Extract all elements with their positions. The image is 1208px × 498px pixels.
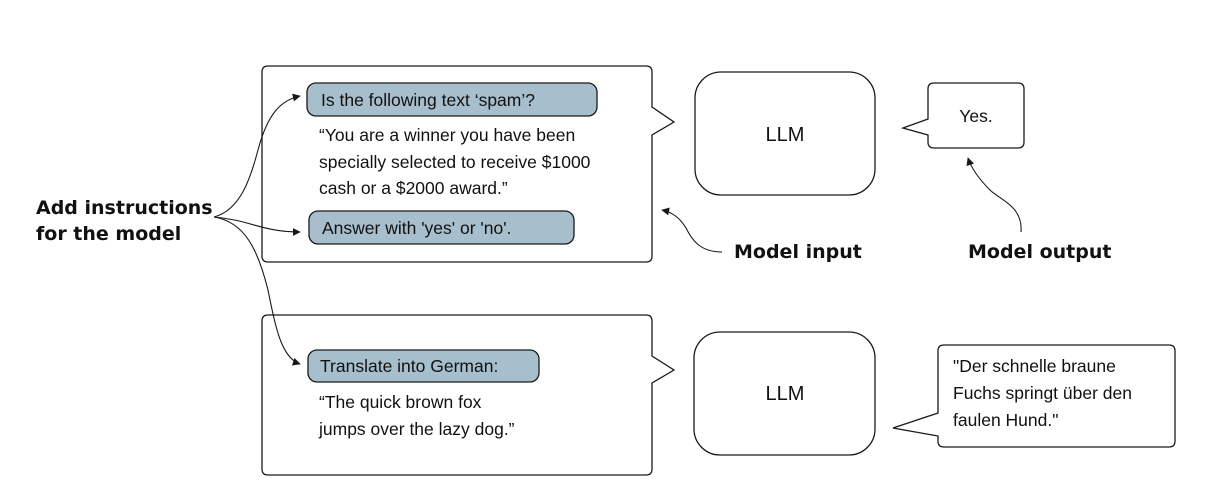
translate-output-line-1: "Der schnelle braune <box>953 356 1116 376</box>
model-output-pointer <box>966 157 1022 233</box>
llm-label-bottom: LLM <box>766 383 805 405</box>
spam-input-line-1: “You are a winner you have been <box>319 125 575 145</box>
translate-input-line-2: jumps over the lazy dog.” <box>318 419 515 439</box>
spam-instruction-pill <box>306 82 598 117</box>
side-label-line-2: for the model <box>36 223 181 245</box>
translate-instruction-pill <box>307 349 540 383</box>
spam-input-line-2: specially selected to receive $1000 <box>319 152 591 172</box>
connector-to-answer-instruction <box>213 216 301 236</box>
translate-output-bubble <box>892 344 1176 448</box>
model-input-label: Model input <box>734 241 862 263</box>
connector-to-translate-instruction <box>213 216 301 366</box>
answer-instruction-pill <box>308 210 575 245</box>
spam-input-line-3: cash or a $2000 award.” <box>319 178 508 198</box>
connector-to-spam-instruction <box>213 93 301 218</box>
translate-instruction-text: Translate into German: <box>320 356 498 376</box>
translate-output-line-3: faulen Hund." <box>953 410 1058 430</box>
spam-output-text: Yes. <box>959 106 992 126</box>
translate-output-line-2: Fuchs springt über den <box>953 383 1132 403</box>
llm-box-top <box>694 71 876 196</box>
side-label-line-1: Add instructions <box>36 197 213 219</box>
spam-instruction-text: Is the following text ‘spam’? <box>321 90 535 110</box>
answer-instruction-text: Answer with 'yes' or 'no'. <box>322 218 511 238</box>
llm-box-bottom <box>693 331 876 456</box>
model-output-label: Model output <box>968 241 1111 263</box>
spam-output-bubble <box>900 82 1025 149</box>
translate-input-line-1: “The quick brown fox <box>319 392 482 412</box>
llm-label-top: LLM <box>766 124 805 146</box>
model-input-pointer <box>661 207 723 253</box>
